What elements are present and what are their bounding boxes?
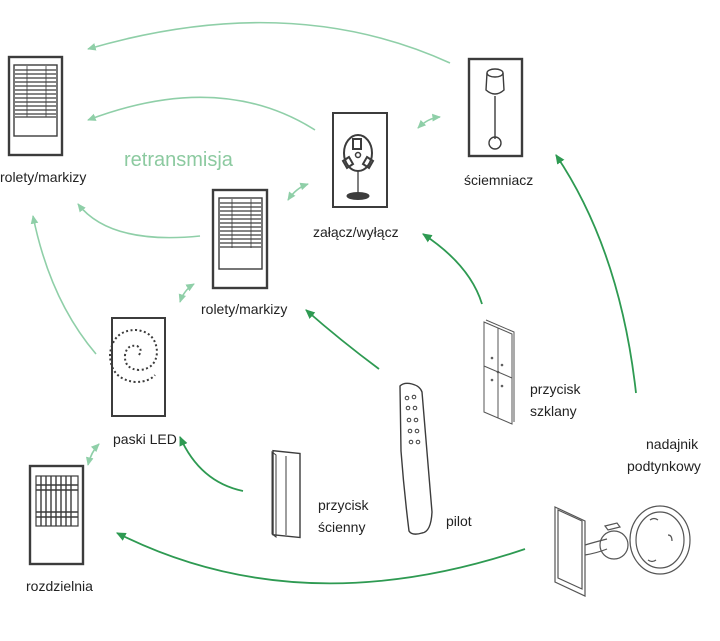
label-transmitter-line1: nadajnik bbox=[646, 436, 699, 452]
label-led: paski LED bbox=[113, 431, 177, 447]
circuit-breaker-panel-icon[interactable] bbox=[28, 464, 85, 566]
arrow-on-off-to-blinds-top bbox=[87, 96, 316, 131]
flush-transmitter-icon[interactable] bbox=[554, 505, 691, 597]
label-wall-button-line2: ścienny bbox=[318, 519, 365, 535]
label-distribution: rozdzielnia bbox=[26, 578, 93, 594]
lamp-icon[interactable] bbox=[467, 57, 524, 158]
label-glass-button-line2: szklany bbox=[530, 403, 577, 419]
glass-switch-icon[interactable] bbox=[483, 319, 515, 425]
arrow-dimmer-to-blinds-top bbox=[87, 21, 451, 64]
label-glass-button-line1: przycisk bbox=[530, 381, 582, 397]
label-on-off: załącz/wyłącz bbox=[313, 224, 399, 240]
label-wall-button-line1: przycisk bbox=[318, 497, 370, 513]
arrow-on-off-dimmer bbox=[417, 113, 441, 129]
arrow-wall-to-led bbox=[179, 436, 244, 492]
wall-switch-icon[interactable] bbox=[271, 449, 301, 539]
arrow-transmitter-to-distribution bbox=[116, 532, 526, 585]
window-blinds-icon[interactable] bbox=[211, 188, 269, 290]
label-blinds-mid: rolety/markizy bbox=[201, 301, 287, 317]
label-remote: pilot bbox=[446, 513, 472, 529]
fan-icon[interactable] bbox=[332, 112, 388, 208]
retransmission-arrows bbox=[30, 21, 451, 466]
arrow-blinds-mid-to-blinds-top bbox=[77, 203, 201, 239]
arrow-distribution-led bbox=[85, 443, 100, 466]
window-blinds-icon[interactable] bbox=[7, 55, 64, 157]
remote-control-icon[interactable] bbox=[399, 382, 433, 535]
arrow-led-to-blinds-top bbox=[30, 215, 97, 355]
retransmission-caption: retransmisja bbox=[124, 149, 234, 171]
arrow-transmitter-to-dimmer bbox=[555, 154, 637, 394]
led-strip-spiral-icon[interactable] bbox=[108, 317, 166, 417]
arrow-led-blinds-mid bbox=[178, 283, 195, 303]
label-blinds-top: rolety/markizy bbox=[0, 169, 86, 185]
arrow-blinds-mid-on-off bbox=[287, 182, 309, 201]
arrow-remote-to-blinds-mid bbox=[305, 309, 380, 370]
label-transmitter-line2: podtynkowy bbox=[627, 458, 701, 474]
label-dimmer: ściemniacz bbox=[464, 172, 533, 188]
control-arrows bbox=[116, 154, 637, 585]
labels: rolety/markizy załącz/wyłącz ściemniacz … bbox=[0, 149, 701, 594]
arrow-glass-to-on-off bbox=[422, 233, 483, 305]
